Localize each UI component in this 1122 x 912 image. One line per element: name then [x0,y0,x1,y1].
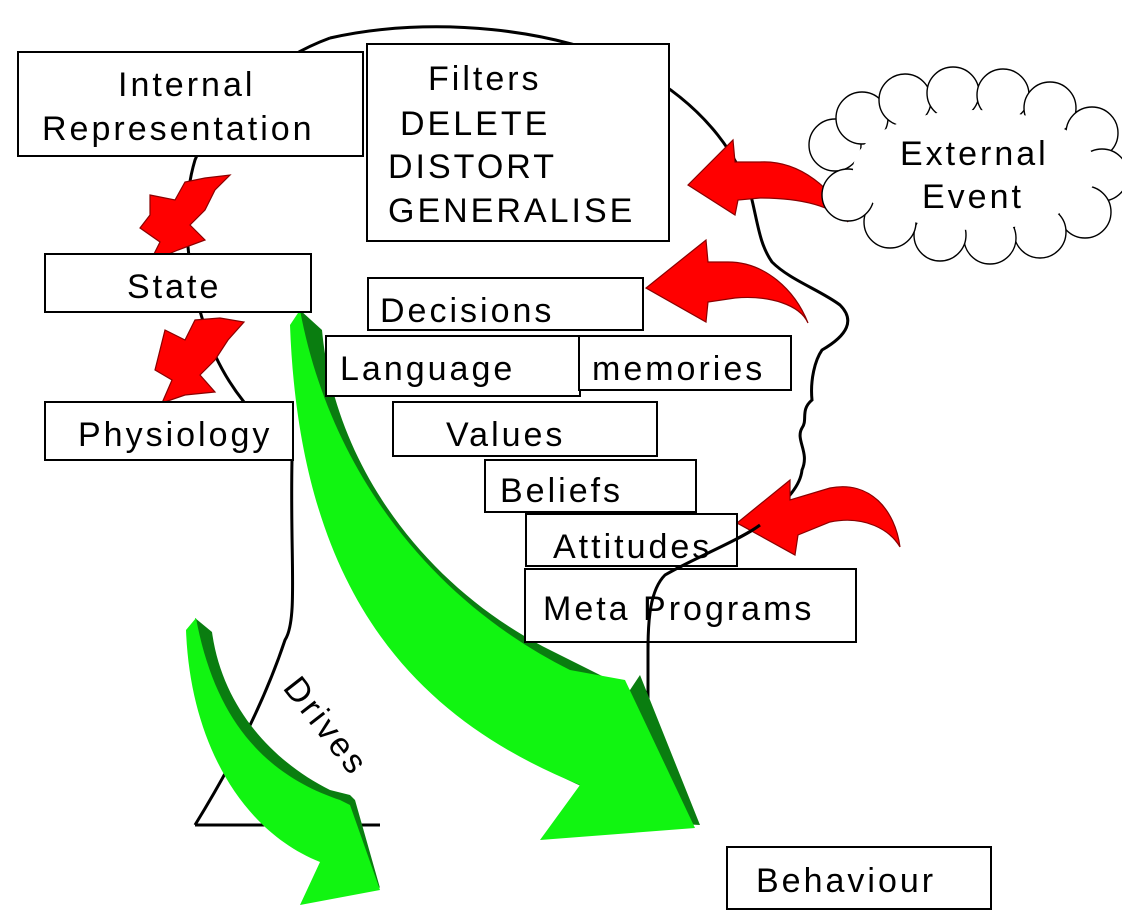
head-outline-chin [646,523,761,651]
attitudes-box: Attitudes [525,513,738,567]
state-box: State [44,253,312,313]
green-arrow-small [186,618,380,905]
internal-representation-box: Internal Representation [17,51,364,157]
red-arrow-decisions [644,238,809,324]
filters-generalise: GENERALISE [388,192,635,230]
behaviour-box: Behaviour [726,846,992,910]
filters-label: Filters [428,60,542,98]
language-box: Language [325,335,581,397]
behaviour-label: Behaviour [756,862,936,900]
red-arrow-attitudes [735,478,901,556]
beliefs-label: Beliefs [500,472,623,510]
values-label: Values [446,416,565,454]
physiology-label: Physiology [78,416,272,454]
filters-delete: DELETE [400,105,550,143]
language-label: Language [340,350,515,388]
decisions-label: Decisions [380,292,554,330]
green-arrow-large [290,310,700,840]
external-event-label-line2: Event [922,178,1024,216]
decisions-box: Decisions [367,277,644,331]
meta-programs-box: Meta Programs [524,568,857,643]
internal-representation-label-line1: Internal [118,66,255,104]
external-event-cloud: External Event [808,66,1122,265]
memories-label: memories [592,350,765,388]
external-event-label-line1: External [900,135,1049,173]
meta-programs-label: Meta Programs [543,590,814,628]
memories-box: memories [578,335,792,391]
filters-box: Filters DELETE DISTORT GENERALISE [366,43,670,242]
beliefs-box: Beliefs [484,459,697,513]
filters-distort: DISTORT [388,148,557,186]
attitudes-label: Attitudes [553,528,712,566]
values-box: Values [392,401,658,457]
internal-representation-label-line2: Representation [42,110,315,148]
physiology-box: Physiology [44,401,294,461]
bidirectional-arrow-representation-state [139,174,232,264]
state-label: State [127,268,221,306]
bidirectional-arrow-state-physiology [154,317,246,405]
